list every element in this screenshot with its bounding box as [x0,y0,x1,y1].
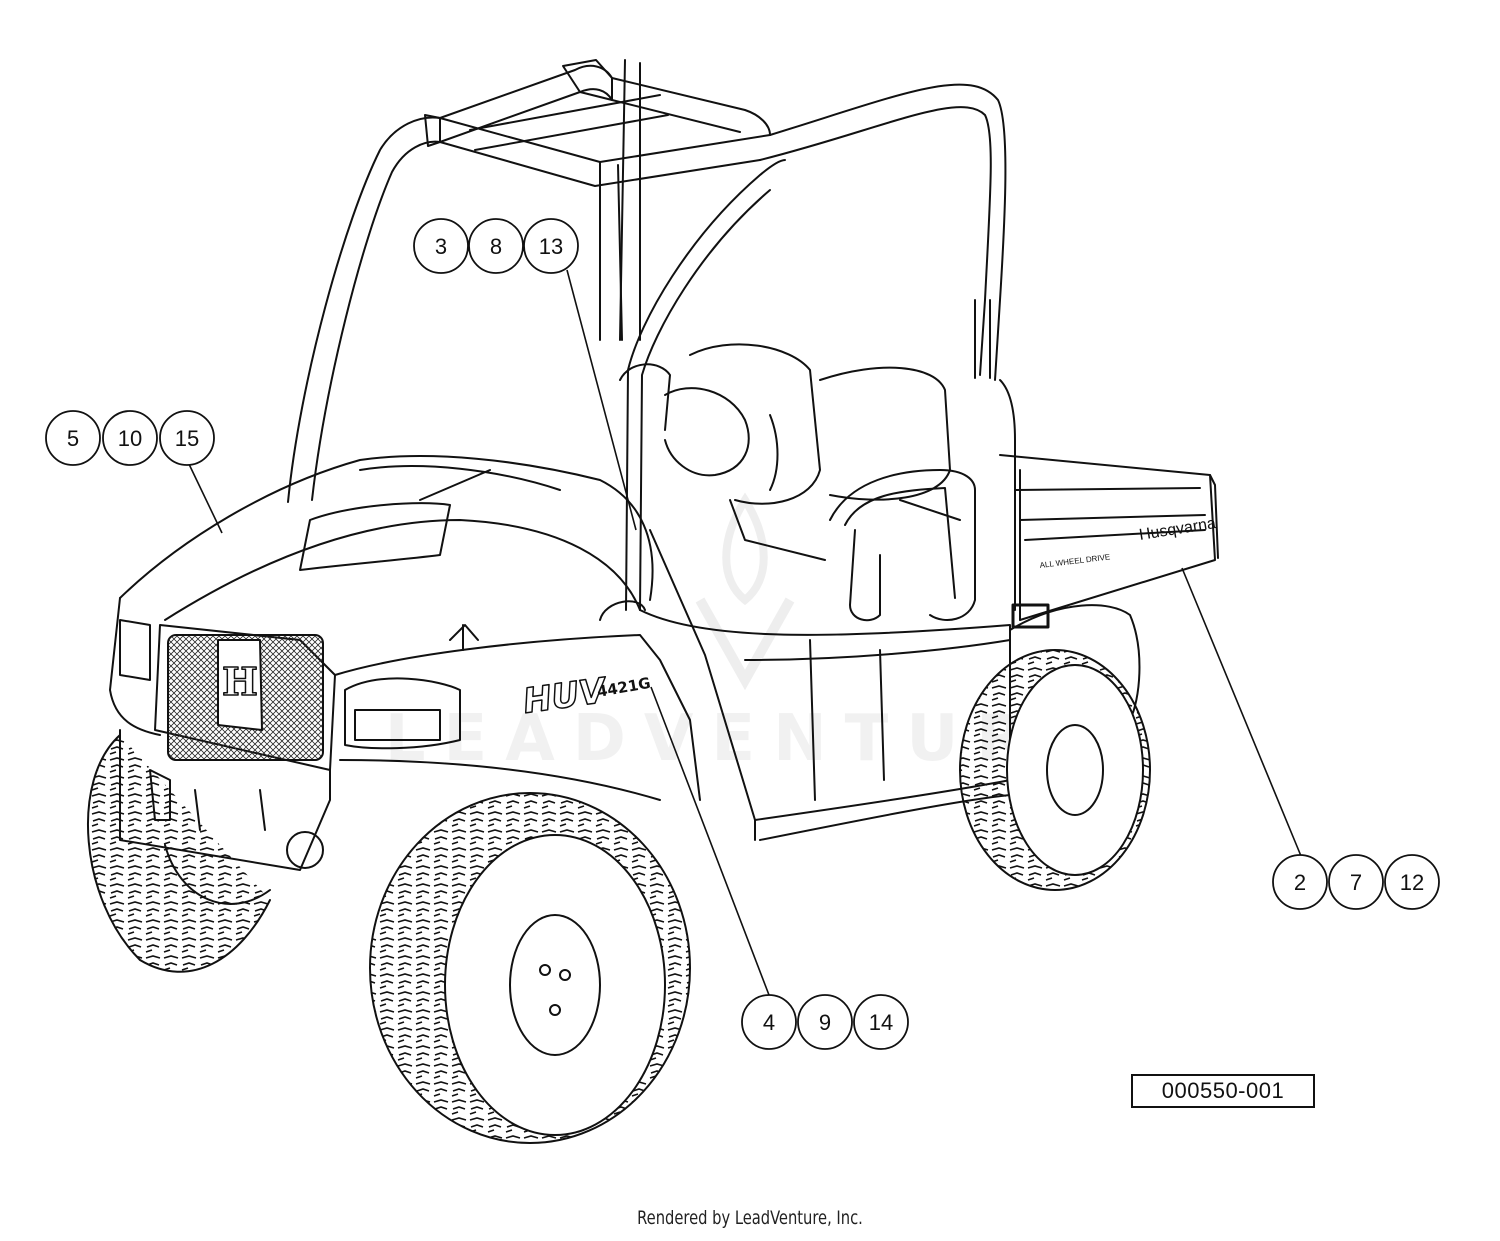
vehicle-outline: Husqvarna ALL WHEEL DRIVE H [87,59,1219,1144]
svg-text:H: H [222,659,258,704]
leader-5-10-15 [187,461,223,534]
callout-number: 5 [67,426,79,451]
callout-number: 10 [118,426,142,451]
callout-number: 15 [175,426,199,451]
callout-number: 4 [763,1010,775,1035]
callout-number: 9 [819,1010,831,1035]
leader-4-9-14 [650,686,770,996]
callout-bubble [159,410,215,466]
callout-bubble [1272,854,1328,910]
bed-decal: ALL WHEEL DRIVE [1039,552,1111,570]
front-left-wheel [87,734,271,973]
callout-number: 13 [539,234,563,259]
callout-bubble [102,410,158,466]
callout-group-2-7-12: 2 7 12 [1272,854,1440,910]
footer-credit: Rendered by LeadVenture, Inc. [637,1207,863,1229]
rear-wheel [959,649,1151,891]
callout-bubble [741,994,797,1050]
callout-bubble [468,218,524,274]
callout-number: 14 [869,1010,893,1035]
callout-number: 2 [1294,870,1306,895]
callout-number: 3 [435,234,447,259]
callout-bubble [1384,854,1440,910]
callout-bubble [853,994,909,1050]
hood-and-front: H HUV 4421G [109,455,701,871]
callout-group-3-8-13: 3 8 13 [413,218,579,274]
seat-area [619,343,976,622]
leader-lines [187,269,1302,996]
front-right-wheel [369,792,691,1144]
callout-bubble [413,218,469,274]
leader-2-7-12 [1181,567,1302,857]
figure-id-box: 000550-001 [1131,1074,1315,1108]
callout-number: 7 [1350,870,1362,895]
callout-bubble [797,994,853,1050]
callout-bubble [1328,854,1384,910]
brand-decal: Husqvarna [1138,515,1217,544]
callout-bubble [45,410,101,466]
callout-group-5-10-15: 5 10 15 [45,410,215,466]
cargo-bed: Husqvarna ALL WHEEL DRIVE [999,379,1219,629]
callout-bubble [523,218,579,274]
callout-number: 8 [490,234,502,259]
callout-group-4-9-14: 4 9 14 [741,994,909,1050]
leader-3-8-13 [566,269,637,531]
roll-cage [287,59,1007,611]
callout-number: 12 [1400,870,1424,895]
model-number: 4421G [596,674,652,701]
